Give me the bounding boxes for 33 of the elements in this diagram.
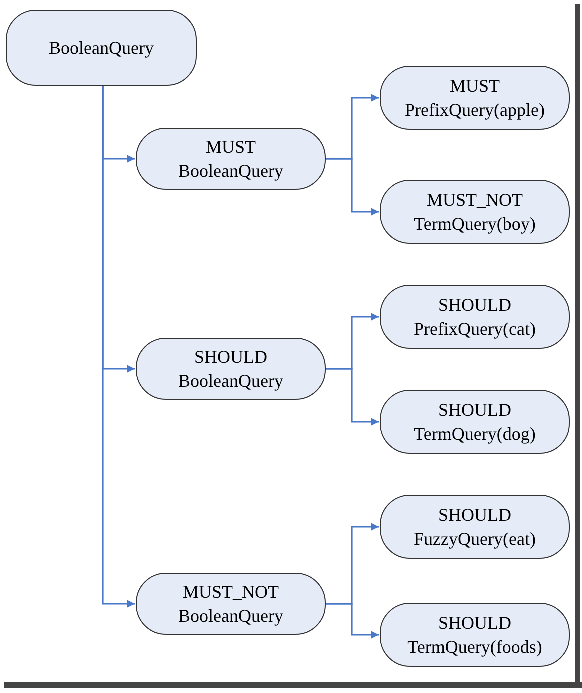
- rounded-node: [380, 603, 570, 667]
- node-label: SHOULD: [194, 346, 268, 369]
- connector-arrow: [326, 158, 379, 216]
- connector-arrow: [326, 603, 379, 639]
- node-label: PrefixQuery(apple): [405, 99, 545, 122]
- node-label: TermQuery(dog): [414, 423, 536, 446]
- rounded-node: [380, 495, 570, 559]
- node-label: BooleanQuery: [178, 160, 284, 183]
- node-label: SHOULD: [438, 612, 512, 635]
- connector-arrow: [326, 368, 379, 426]
- node-label: TermQuery(boy): [414, 213, 536, 236]
- rounded-node: [380, 180, 570, 244]
- node-label: BooleanQuery: [178, 605, 284, 628]
- rounded-node: [380, 390, 570, 454]
- rounded-node: [136, 573, 326, 635]
- rounded-node: [136, 338, 326, 400]
- rounded-node: [380, 66, 570, 130]
- node-label: SHOULD: [438, 399, 512, 422]
- rounded-node: [6, 10, 197, 86]
- rounded-node: [136, 128, 326, 190]
- node-label: MUST_NOT: [182, 581, 279, 604]
- node-label: SHOULD: [438, 294, 512, 317]
- node-label: FuzzyQuery(eat): [414, 528, 536, 551]
- node-label: SHOULD: [438, 504, 512, 527]
- rounded-node: [380, 285, 570, 349]
- node-label: BooleanQuery: [178, 370, 284, 393]
- node-label: MUST_NOT: [426, 189, 523, 212]
- node-label: MUST: [450, 75, 500, 98]
- node-label: PrefixQuery(cat): [414, 318, 536, 341]
- node-label: MUST: [206, 136, 256, 159]
- node-label: TermQuery(foods): [408, 636, 542, 659]
- node-label: BooleanQuery: [49, 37, 154, 60]
- connector-arrow: [102, 86, 135, 608]
